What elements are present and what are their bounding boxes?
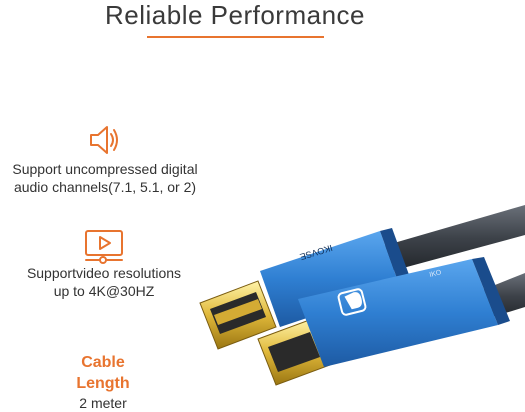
feature-video-line1: Supportvideo resolutions — [26, 265, 182, 281]
feature-video: Supportvideo resolutions up to 4K@30HZ — [0, 228, 208, 300]
title-underline — [147, 36, 324, 38]
displayport-logo-icon — [337, 288, 367, 316]
feature-audio: Support uncompressed digital audio chann… — [0, 120, 210, 196]
feature-video-line2: up to 4K@30HZ — [53, 283, 155, 299]
feature-cable-length: Cable Length 2 meter — [0, 352, 206, 412]
feature-audio-line1: Support uncompressed digital — [12, 161, 198, 177]
cable-product-image: IKOVSE IKO — [199, 205, 525, 386]
feature-audio-line2: audio channels(7.1, 5.1, or 2) — [13, 179, 197, 195]
speaker-icon — [90, 126, 118, 154]
dp-brand-text: IKO — [429, 269, 443, 279]
cable-length-value: 2 meter — [79, 395, 127, 411]
video-play-icon — [85, 230, 123, 264]
cable-length-label-line2: Length — [76, 375, 130, 392]
displayport-connector: IKO — [257, 257, 510, 386]
hdmi-connector: IKOVSE — [199, 228, 412, 350]
page-title: Reliable Performance — [104, 0, 365, 30]
cable-length-label-line1: Cable — [81, 354, 125, 371]
hdmi-cable — [380, 205, 525, 271]
